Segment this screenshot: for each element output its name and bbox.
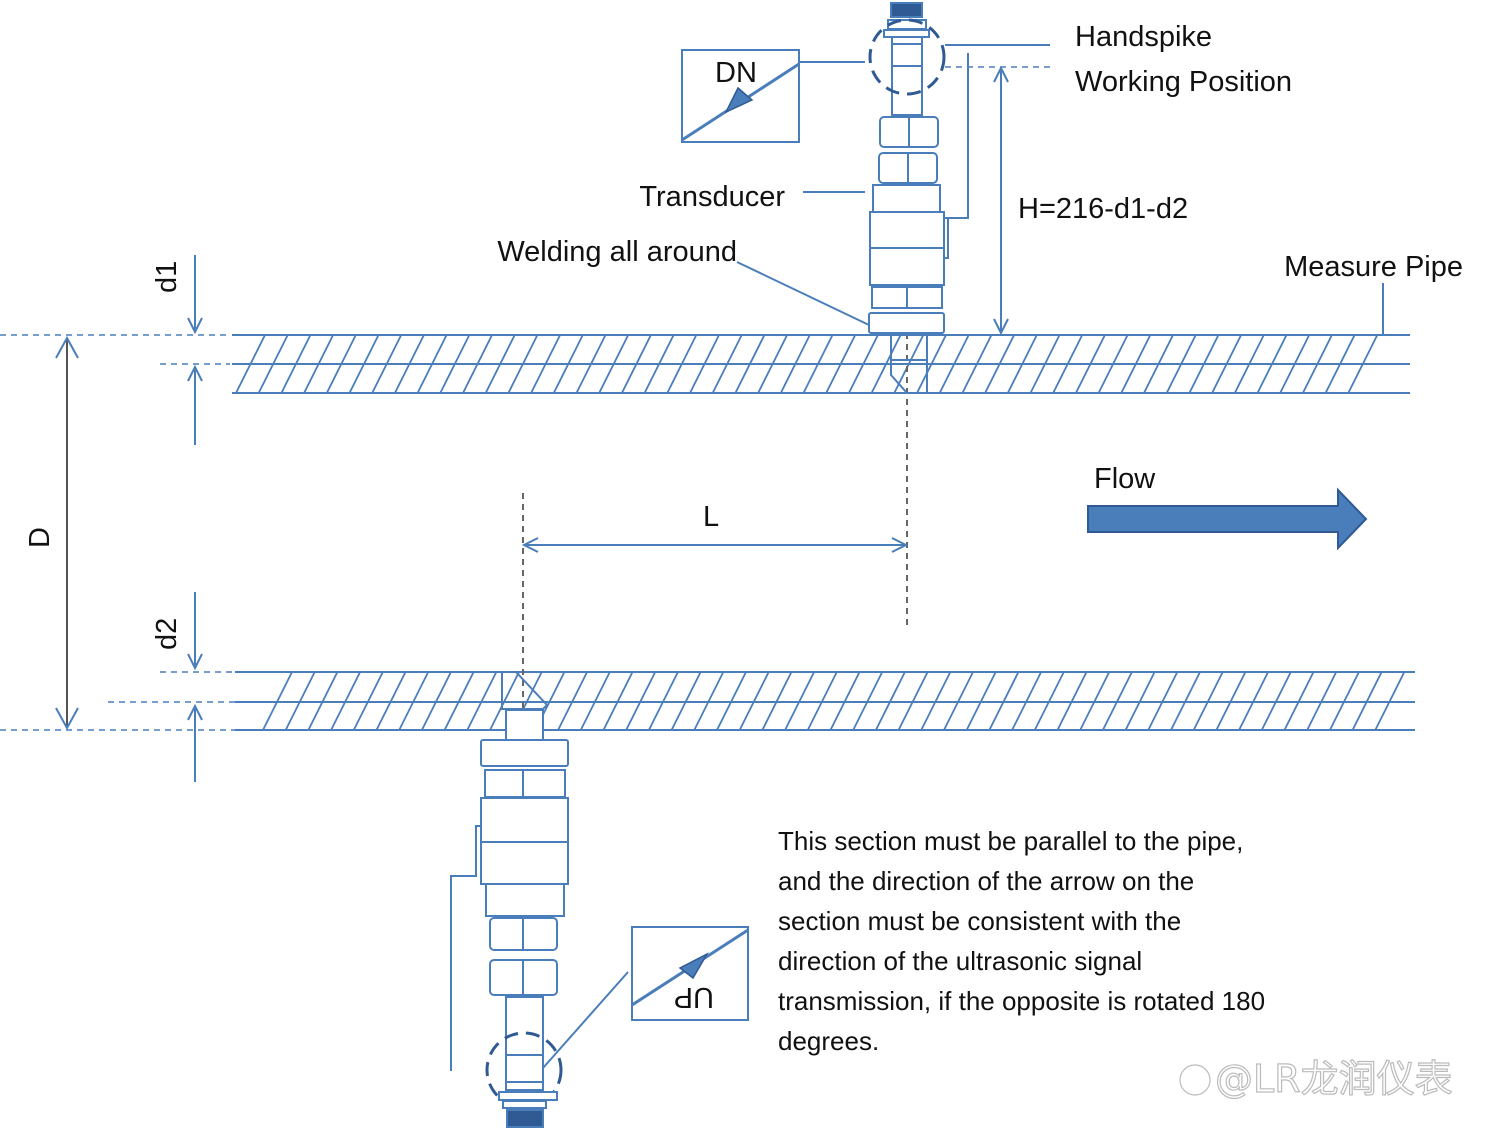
note-line: direction of the ultrasonic signal xyxy=(778,946,1142,976)
transducer-label: Transducer xyxy=(639,181,785,213)
cable xyxy=(450,825,481,1071)
cable xyxy=(944,53,969,219)
measure-pipe-label: Measure Pipe xyxy=(1284,251,1463,283)
flow-arrow: Flow xyxy=(1087,463,1368,551)
top-transducer xyxy=(868,2,969,394)
arrow-down-icon xyxy=(724,86,754,114)
d2-label: d2 xyxy=(151,618,183,650)
up-label: UP xyxy=(674,981,714,1013)
height-label: H=216-d1-d2 xyxy=(1018,193,1188,225)
d1-dimension: d1 xyxy=(151,255,203,445)
top-pipe-wall xyxy=(232,334,1410,394)
bottom-pipe-wall xyxy=(235,671,1415,731)
watermark: @LR龙润仪表 xyxy=(1179,1056,1453,1102)
up-section-box: UP xyxy=(542,926,749,1069)
L-dimension: L xyxy=(521,501,909,553)
d1-label: d1 xyxy=(151,261,183,293)
flow-label: Flow xyxy=(1094,463,1156,495)
working-position-label: Working Position xyxy=(1075,66,1292,98)
d2-dimension: d2 xyxy=(151,592,203,782)
D-dimension: D xyxy=(24,335,79,731)
dn-label: DN xyxy=(715,57,757,89)
note-line: degrees. xyxy=(778,1026,879,1056)
extension-lines xyxy=(0,333,908,740)
dn-section-box: DN xyxy=(681,49,865,143)
annotations: Handspike Working Position H=216-d1-d2 T… xyxy=(497,21,1463,336)
D-label: D xyxy=(24,527,56,548)
L-label: L xyxy=(703,501,719,533)
paw-logo-icon xyxy=(1179,1064,1211,1096)
note-line: section must be consistent with the xyxy=(778,906,1181,936)
watermark-text: @LR龙润仪表 xyxy=(1215,1057,1453,1101)
handspike-circle xyxy=(485,1031,563,1109)
bottom-transducer xyxy=(450,671,569,1128)
welding-label: Welding all around xyxy=(497,236,737,268)
note-line: This section must be parallel to the pip… xyxy=(778,826,1243,856)
arrow-up-icon xyxy=(678,952,709,980)
handspike-label: Handspike xyxy=(1075,21,1212,53)
note-line: transmission, if the opposite is rotated… xyxy=(778,986,1265,1016)
installation-note: This section must be parallel to the pip… xyxy=(778,826,1265,1056)
flow-arrow-icon xyxy=(1087,487,1368,551)
handspike-circle xyxy=(868,18,946,96)
note-line: and the direction of the arrow on the xyxy=(778,866,1194,896)
